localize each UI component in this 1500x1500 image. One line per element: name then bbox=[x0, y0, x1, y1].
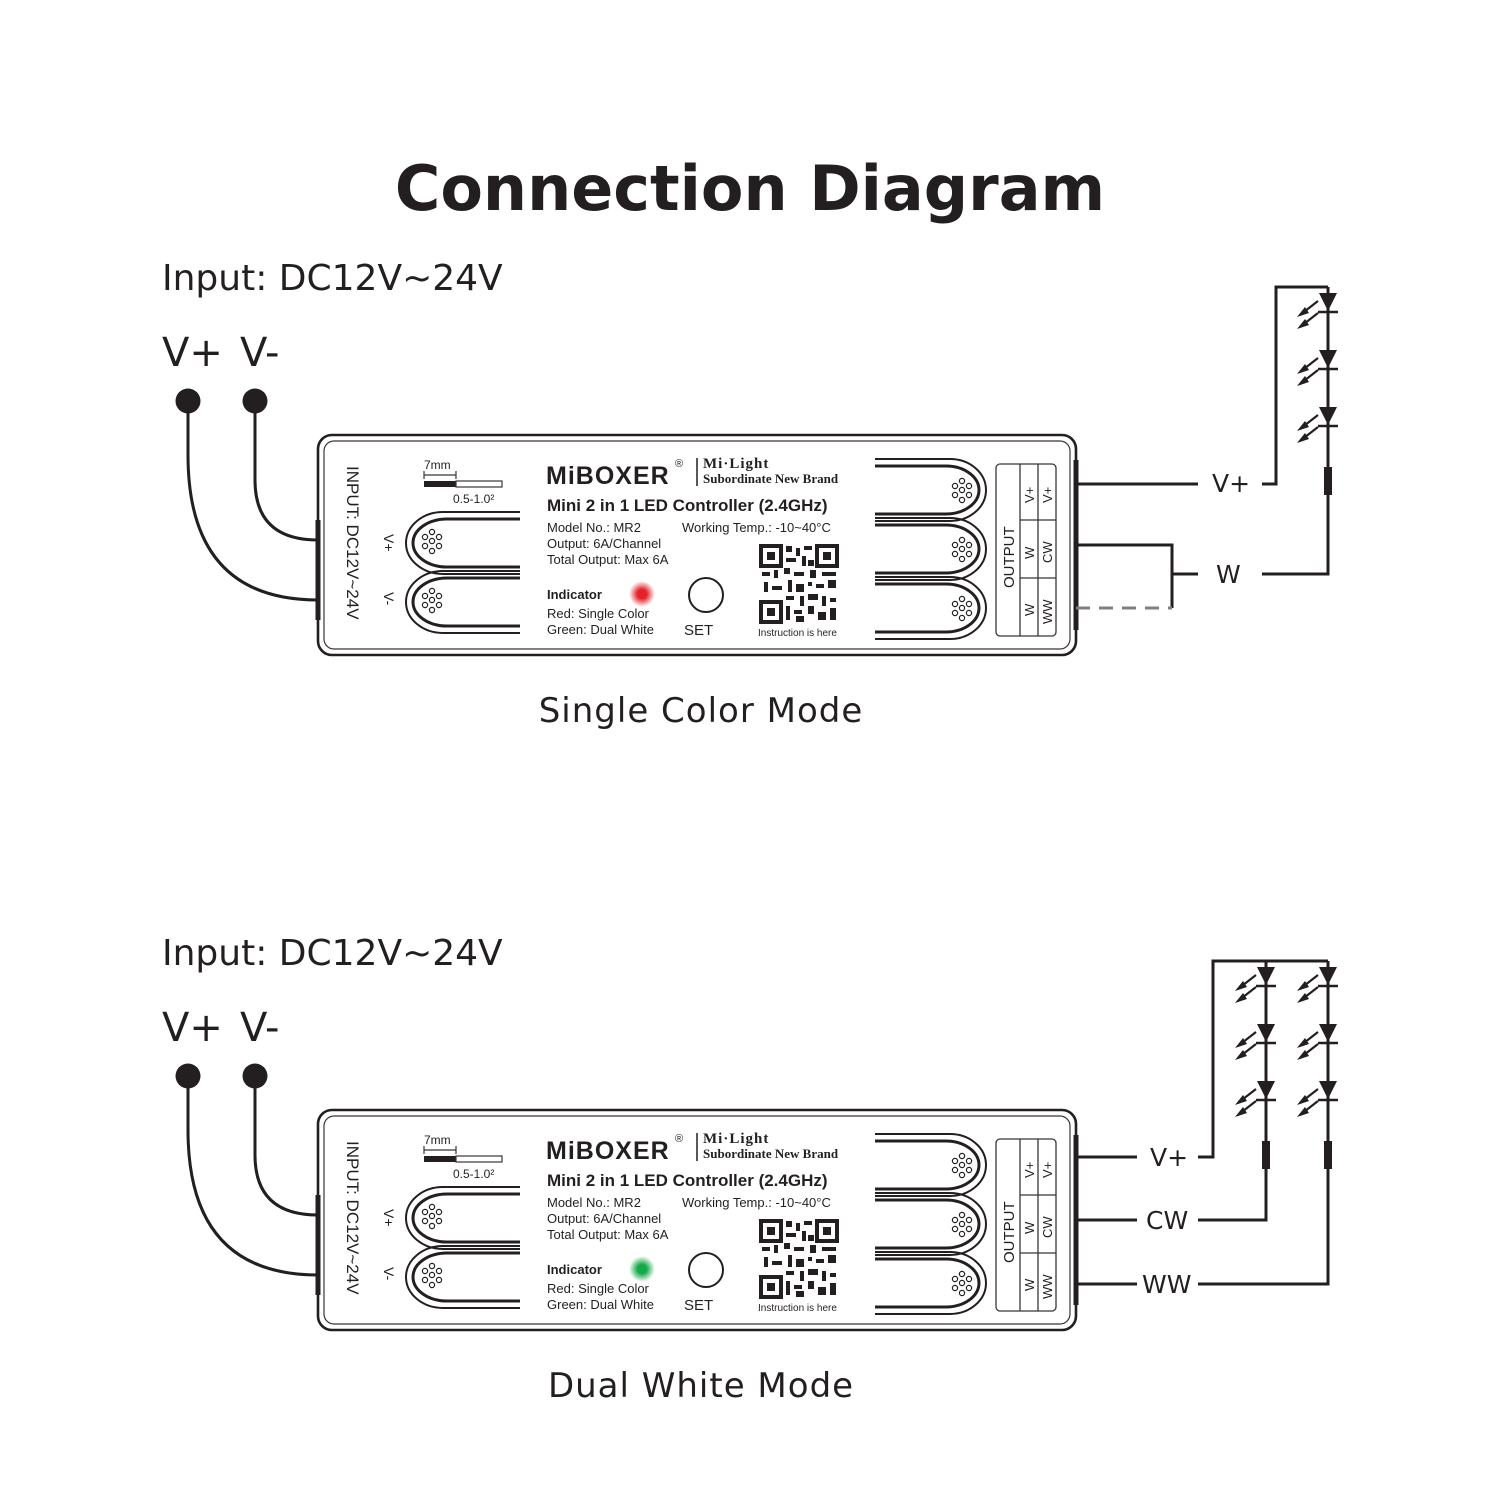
working-temp: Working Temp.: -10~40°C bbox=[682, 1195, 831, 1210]
indicator-title: Indicator bbox=[547, 587, 602, 602]
mode-label: Dual White Mode bbox=[548, 1366, 854, 1406]
wire-label-vplus: V+ bbox=[1212, 469, 1250, 498]
single-color-diagram: Input: DC12V~24V V+ V- INPUT: DC12V~24V … bbox=[162, 258, 1338, 731]
working-temp: Working Temp.: -10~40°C bbox=[682, 520, 831, 535]
wire-gauge-label: 0.5-1.0² bbox=[453, 1167, 494, 1181]
indicator-title: Indicator bbox=[547, 1262, 602, 1277]
output-label: OUTPUT bbox=[1001, 1201, 1018, 1263]
sub-brand-logo: Mi·Light bbox=[703, 1131, 769, 1147]
product-name: Mini 2 in 1 LED Controller (2.4GHz) bbox=[547, 1171, 828, 1190]
strip-length-label: 7mm bbox=[424, 458, 451, 472]
input-positive-label: V+ bbox=[162, 330, 223, 376]
output-rating: Output: 6A/Channel bbox=[547, 536, 661, 551]
output-wire-cw-led bbox=[1198, 1168, 1268, 1222]
indicator-green-text: Green: Dual White bbox=[547, 622, 654, 637]
output-wire-vplus-led bbox=[1198, 959, 1328, 1159]
output-rating: Output: 6A/Channel bbox=[547, 1211, 661, 1226]
input-negative-label: V- bbox=[240, 1005, 279, 1051]
output-terminal-3a: W bbox=[1022, 603, 1037, 616]
wire-gauge-label: 0.5-1.0² bbox=[453, 492, 494, 506]
registered-mark: ® bbox=[675, 458, 683, 470]
output-terminal-2b: CW bbox=[1040, 541, 1055, 563]
output-terminal-2a: W bbox=[1022, 1221, 1037, 1234]
product-name: Mini 2 in 1 LED Controller (2.4GHz) bbox=[547, 496, 828, 515]
strip-length-label: 7mm bbox=[424, 1133, 451, 1147]
controller-device: INPUT: DC12V~24V V+ V- 7mm 0.5-1.0² MiBO… bbox=[318, 1110, 1076, 1330]
wire-label-cw: CW bbox=[1146, 1206, 1188, 1235]
indicator-green-text: Green: Dual White bbox=[547, 1297, 654, 1312]
device-terminal-negative: V- bbox=[381, 1267, 397, 1281]
dual-white-diagram: Input: DC12V~24V V+ V- INPUT: DC12V~24V … bbox=[162, 933, 1338, 1406]
brand-logo: MiBOXER bbox=[546, 1137, 670, 1165]
positive-input-wire bbox=[186, 401, 319, 602]
device-terminal-positive: V+ bbox=[381, 1209, 397, 1227]
negative-input-wire bbox=[253, 401, 319, 542]
input-negative-label: V- bbox=[240, 330, 279, 376]
controller-device: INPUT: DC12V~24V V+ V- 7mm 0.5-1.0² MiBO… bbox=[318, 435, 1076, 655]
total-output: Total Output: Max 6A bbox=[547, 552, 669, 567]
qr-caption: Instruction is here bbox=[758, 1303, 837, 1314]
device-input-label: INPUT: DC12V~24V bbox=[343, 466, 362, 620]
output-terminal-2b: CW bbox=[1040, 1216, 1055, 1238]
output-label: OUTPUT bbox=[1001, 526, 1018, 588]
device-terminal-negative: V- bbox=[381, 592, 397, 606]
mode-label: Single Color Mode bbox=[539, 691, 864, 731]
led-strip-ww bbox=[1297, 961, 1338, 1169]
output-wire-ww-led bbox=[1198, 1168, 1330, 1286]
set-button-label: SET bbox=[684, 622, 713, 639]
wire-label-ww: WW bbox=[1142, 1270, 1191, 1299]
led-strip bbox=[1297, 287, 1338, 495]
indicator-red-text: Red: Single Color bbox=[547, 1281, 650, 1296]
brand-logo: MiBOXER bbox=[546, 462, 670, 490]
output-wire-w bbox=[1076, 543, 1174, 608]
output-terminal-3b: WW bbox=[1040, 1274, 1055, 1299]
output-terminal-1a: V+ bbox=[1022, 1162, 1037, 1178]
output-terminal-3a: W bbox=[1022, 1278, 1037, 1291]
page-title: Connection Diagram bbox=[395, 152, 1105, 225]
output-terminal-1b: V+ bbox=[1040, 1162, 1055, 1178]
sub-brand-logo: Mi·Light bbox=[703, 456, 769, 472]
device-terminal-positive: V+ bbox=[381, 534, 397, 552]
registered-mark: ® bbox=[675, 1133, 683, 1145]
input-voltage-label: Input: DC12V~24V bbox=[162, 933, 503, 974]
sub-brand-note: Subordinate New Brand bbox=[703, 471, 839, 486]
output-wire-vplus-led bbox=[1262, 285, 1328, 486]
negative-input-wire bbox=[253, 1076, 319, 1217]
led-strip-cw bbox=[1235, 961, 1276, 1169]
wire-label-w: W bbox=[1216, 560, 1241, 589]
indicator-red-text: Red: Single Color bbox=[547, 606, 650, 621]
model-number: Model No.: MR2 bbox=[547, 1195, 641, 1210]
set-button-label: SET bbox=[684, 1297, 713, 1314]
wire-label-vplus: V+ bbox=[1150, 1143, 1188, 1172]
device-input-label: INPUT: DC12V~24V bbox=[343, 1141, 362, 1295]
model-number: Model No.: MR2 bbox=[547, 520, 641, 535]
output-terminal-1b: V+ bbox=[1040, 487, 1055, 503]
sub-brand-note: Subordinate New Brand bbox=[703, 1146, 839, 1161]
output-terminal-1a: V+ bbox=[1022, 487, 1037, 503]
input-voltage-label: Input: DC12V~24V bbox=[162, 258, 503, 299]
indicator-led-red bbox=[629, 581, 655, 607]
output-terminal-3b: WW bbox=[1040, 599, 1055, 624]
indicator-led-green bbox=[629, 1256, 655, 1282]
output-wire-w-led bbox=[1262, 494, 1330, 576]
input-positive-label: V+ bbox=[162, 1005, 223, 1051]
total-output: Total Output: Max 6A bbox=[547, 1227, 669, 1242]
qr-caption: Instruction is here bbox=[758, 628, 837, 639]
positive-input-wire bbox=[186, 1076, 319, 1277]
output-terminal-2a: W bbox=[1022, 546, 1037, 559]
